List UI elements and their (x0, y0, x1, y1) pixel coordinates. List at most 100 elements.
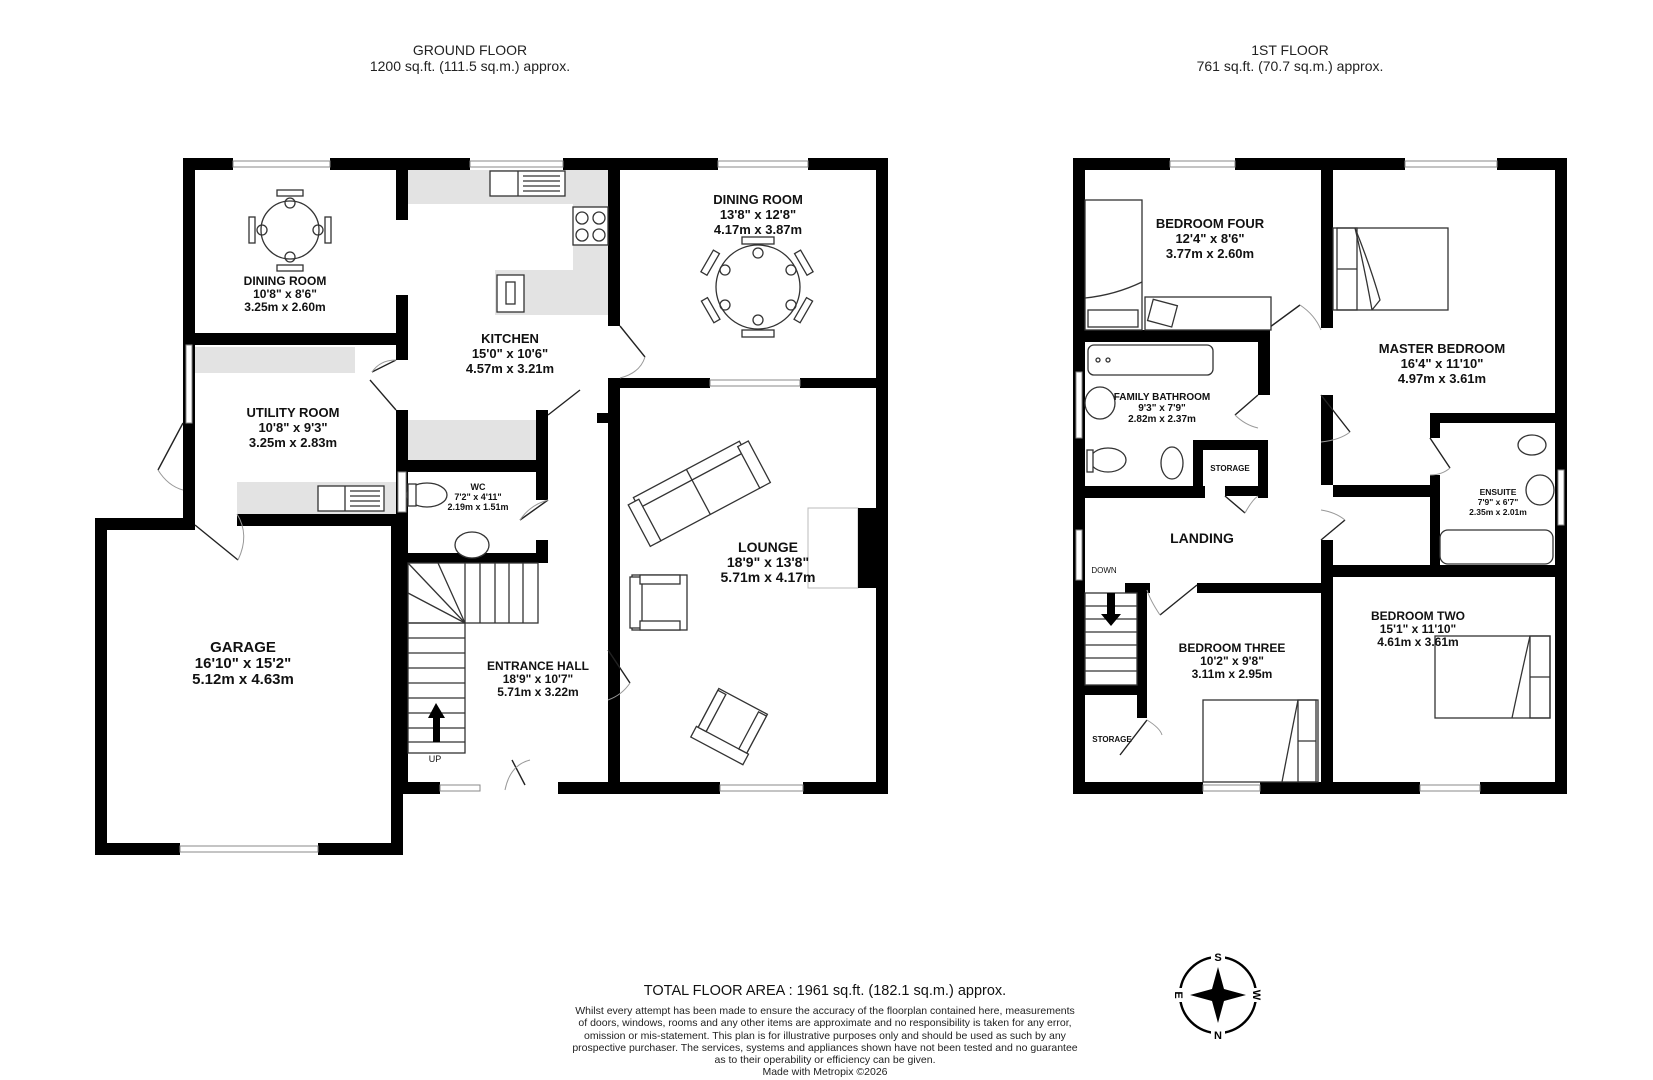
svg-text:3.25m x 2.60m: 3.25m x 2.60m (244, 300, 325, 314)
dining-table-icon (248, 189, 332, 272)
wall (95, 518, 195, 530)
wall (563, 158, 718, 170)
wall (620, 378, 710, 388)
room-name-bedroom-four: BEDROOM FOUR (1156, 216, 1265, 231)
svg-text:BEDROOM THREE: BEDROOM THREE (1179, 641, 1286, 655)
disclaimer: Whilst every attempt has been made to en… (520, 1005, 1130, 1079)
wall (608, 378, 620, 794)
utility-sink (317, 485, 385, 512)
wall (1430, 413, 1440, 438)
room-name-landing: LANDING (1170, 530, 1234, 546)
compass-e-label: E (1172, 991, 1184, 998)
armchair-icon (689, 687, 769, 766)
chair-icon (1146, 298, 1179, 328)
bed-icon (1332, 227, 1449, 311)
svg-text:4.17m x 3.87m: 4.17m x 3.87m (714, 222, 802, 237)
room-name-dining-room-small: DINING ROOM (244, 274, 327, 288)
room-metric: 4.97m x 3.61m (1398, 371, 1486, 386)
room-imperial: 15'1" x 11'10" (1380, 622, 1456, 636)
garage-door (179, 845, 319, 853)
door-storage (1224, 495, 1246, 514)
door-utility-external (157, 422, 184, 471)
room-metric: 3.25m x 2.83m (249, 435, 337, 450)
front-door (511, 759, 526, 786)
svg-text:STORAGE: STORAGE (1210, 464, 1250, 473)
wall (396, 295, 408, 360)
room-name-storage: STORAGE (1210, 464, 1250, 473)
kitchen-sink (489, 170, 566, 197)
room-imperial: 12'4" x 8'6" (1175, 231, 1244, 246)
wall (1333, 485, 1440, 497)
svg-text:5.71m x 4.17m: 5.71m x 4.17m (721, 569, 816, 585)
wall (1430, 475, 1440, 575)
svg-text:10'8" x 8'6": 10'8" x 8'6" (253, 287, 317, 301)
ground-floor-plan: DINING ROOM 10'8" x 8'6" 3.25m x 2.60m K… (95, 158, 888, 855)
room-name-master-bedroom: MASTER BEDROOM (1379, 341, 1505, 356)
wall (391, 526, 403, 855)
svg-text:2.19m x 1.51m: 2.19m x 1.51m (447, 502, 508, 512)
window (1169, 160, 1236, 168)
utility-counter-top (195, 347, 355, 373)
svg-text:5.71m x 3.22m: 5.71m x 3.22m (497, 685, 578, 699)
svg-text:UP: UP (429, 754, 442, 764)
room-imperial: 13'8" x 12'8" (720, 207, 796, 222)
svg-text:BEDROOM TWO: BEDROOM TWO (1371, 609, 1465, 623)
svg-text:STORAGE: STORAGE (1092, 735, 1132, 744)
window (469, 160, 564, 168)
room-metric: 5.71m x 4.17m (721, 569, 816, 585)
room-imperial: 7'2" x 4'11" (454, 492, 501, 502)
svg-text:LOUNGE: LOUNGE (738, 539, 798, 555)
wall (1073, 158, 1085, 794)
svg-text:KITCHEN: KITCHEN (481, 331, 539, 346)
door-utility-garage (194, 524, 239, 561)
room-imperial: 16'10" x 15'2" (195, 655, 291, 672)
room-metric: 3.11m x 2.95m (1192, 667, 1273, 681)
svg-text:9'3" x 7'9": 9'3" x 7'9" (1138, 403, 1186, 414)
svg-text:4.97m x 3.61m: 4.97m x 3.61m (1398, 371, 1486, 386)
wall (318, 843, 403, 855)
window (719, 784, 804, 792)
credit-line: Made with Metropix ©2026 (762, 1066, 888, 1079)
window (1404, 160, 1498, 168)
room-name-utility-room: UTILITY ROOM (247, 405, 340, 420)
total-floor-area: TOTAL FLOOR AREA : 1961 sq.ft. (182.1 sq… (643, 983, 1007, 999)
wall (1321, 540, 1333, 794)
disclaimer-line: of doors, windows, rooms and any other i… (578, 1017, 1072, 1030)
room-imperial: 10'8" x 8'6" (253, 287, 317, 301)
wall (1258, 440, 1268, 498)
first-floor-heading: 1ST FLOOR 761 sq.ft. (70.7 sq.m.) approx… (1150, 42, 1430, 74)
wall (1225, 486, 1268, 496)
room-name-garage: GARAGE (210, 639, 276, 656)
door-bedroom-three (1159, 584, 1198, 616)
svg-text:DINING ROOM: DINING ROOM (244, 274, 327, 288)
wall (1430, 413, 1567, 423)
room-name-bedroom-two: BEDROOM TWO (1371, 609, 1465, 623)
svg-text:DOWN: DOWN (1091, 566, 1117, 575)
first-floor-plan: BEDROOM FOUR 12'4" x 8'6" 3.77m x 2.60m … (1073, 158, 1567, 794)
wall (1073, 782, 1203, 794)
first-floor-title: 1ST FLOOR (1251, 42, 1329, 58)
svg-text:MASTER BEDROOM: MASTER BEDROOM (1379, 341, 1505, 356)
svg-text:10'8" x 9'3": 10'8" x 9'3" (258, 420, 327, 435)
svg-text:2.82m x 2.37m: 2.82m x 2.37m (1128, 414, 1196, 425)
stair-up-label: UP (429, 754, 442, 764)
kitchen-appliance (496, 274, 525, 313)
svg-text:13'8" x 12'8": 13'8" x 12'8" (720, 207, 796, 222)
door-bedroom-two (1320, 519, 1346, 541)
wall (1197, 583, 1333, 593)
room-metric: 2.82m x 2.37m (1128, 414, 1196, 425)
wall (237, 514, 407, 526)
room-imperial: 10'8" x 9'3" (258, 420, 327, 435)
wall (1480, 782, 1567, 794)
arrow-down-icon (1101, 593, 1121, 626)
wall (1260, 782, 1420, 794)
wall (608, 158, 620, 326)
basin-icon (454, 531, 490, 559)
wall (1321, 395, 1333, 485)
first-floor-area: 761 sq.ft. (70.7 sq.m.) approx. (1196, 58, 1384, 74)
svg-text:ENSUITE: ENSUITE (1480, 487, 1517, 497)
room-imperial: 7'9" x 6'7" (1478, 497, 1518, 507)
svg-text:10'2" x 9'8": 10'2" x 9'8" (1200, 654, 1264, 668)
svg-text:7'2" x 4'11": 7'2" x 4'11" (454, 492, 501, 502)
